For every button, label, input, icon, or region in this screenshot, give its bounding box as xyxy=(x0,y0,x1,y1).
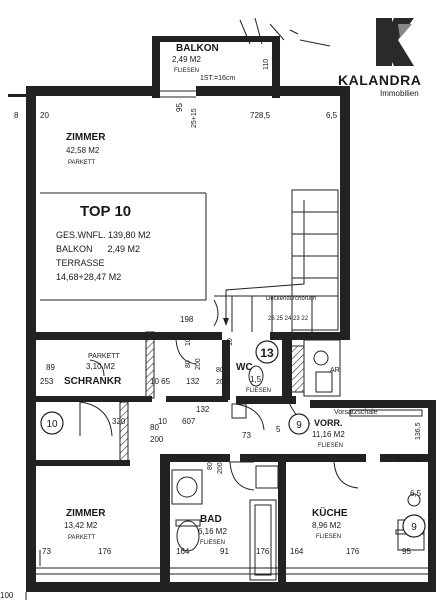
kueche-floor: FLIESEN xyxy=(316,534,341,540)
balkon-area: 2,49 M2 xyxy=(172,55,201,64)
marker-9-kueche xyxy=(402,514,426,538)
dim-80a: 80 xyxy=(185,360,192,368)
top-line-3: TERRASSE xyxy=(56,258,105,268)
stairs-label: Deckendurchbruch xyxy=(266,296,316,302)
balkon-title: BALKON xyxy=(176,43,219,54)
ar-label: AR xyxy=(330,367,340,374)
terrace-lines xyxy=(25,550,428,600)
dim-65: 6,5 xyxy=(326,111,338,120)
top-line-2: BALKON 2,49 M2 xyxy=(56,244,140,254)
zimmer1-floor: PARKETT xyxy=(68,160,96,166)
schrank-floor: PARKETT xyxy=(88,353,120,360)
dim-10c: 10 xyxy=(158,417,167,426)
zimmer2-area: 13,42 M2 xyxy=(64,521,98,530)
dim-65b: 6,5 xyxy=(410,489,422,498)
dim-132b: 132 xyxy=(196,405,210,414)
partition-walls xyxy=(26,331,436,586)
dim-89: 89 xyxy=(46,363,55,372)
vorr-title: VORR. xyxy=(314,418,343,428)
logo-mark-icon xyxy=(376,18,414,66)
balcony-area xyxy=(152,17,331,98)
marker-9b-label: 9 xyxy=(411,522,417,533)
balkon-stair: 1ST.=16cm xyxy=(200,75,235,82)
marker-10-label: 10 xyxy=(46,419,58,430)
dim-91: 91 xyxy=(220,547,229,556)
staircase xyxy=(213,189,339,332)
wc-floor: FLIESEN xyxy=(246,388,271,394)
dim-20: 20 xyxy=(40,111,49,120)
top-title: TOP 10 xyxy=(80,203,131,220)
sanitary-fixtures xyxy=(171,345,425,581)
schrank-area: 3,10 M2 xyxy=(86,362,115,371)
dim-25: 25+15 xyxy=(191,108,198,128)
dim-176c: 176 xyxy=(346,547,360,556)
vorr-floor: FLIESEN xyxy=(318,443,343,449)
marker-9-vorr xyxy=(288,413,310,435)
room-markers xyxy=(40,340,426,538)
dim-320: 320 xyxy=(112,417,126,426)
brand-subtitle: Immobilien xyxy=(380,89,419,98)
kueche-title: KÜCHE xyxy=(312,506,348,519)
dim-176: 176 xyxy=(98,547,112,556)
dim-200e: 200 xyxy=(217,462,224,474)
brand-name: KALANDRA xyxy=(338,72,422,88)
top-line-4: 14,68+28,47 M2 xyxy=(56,272,121,282)
dim-80d: 80 xyxy=(150,423,159,432)
bad-area: 6,16 M2 xyxy=(198,527,227,536)
dim-1065: 10 65 xyxy=(150,377,171,386)
bad-floor: FLIESEN xyxy=(200,540,225,546)
zimmer1-title: ZIMMER xyxy=(66,132,106,143)
dim-73: 73 xyxy=(242,431,251,440)
dim-5: 5 xyxy=(276,425,281,434)
marker-9a-label: 9 xyxy=(296,420,302,431)
marker-13 xyxy=(255,340,279,364)
dim-8: 8 xyxy=(14,111,19,120)
dim-10b: 10 xyxy=(227,338,234,346)
dim-198: 198 xyxy=(180,315,194,324)
kalandra-logo xyxy=(336,14,436,104)
balkon-dim-right: 110 xyxy=(263,59,270,70)
dim-95b: 95 xyxy=(402,547,411,556)
vorr-top: TOP 10 xyxy=(396,457,420,464)
vorr-stair: Vorsatzschale xyxy=(334,409,378,416)
dim-10a: 10 xyxy=(185,338,192,346)
balkon-floor: FLIESEN xyxy=(174,68,199,74)
dim-164: 164 xyxy=(176,547,190,556)
dim-200d: 200 xyxy=(150,435,164,444)
zimmer2-title: ZIMMER xyxy=(66,508,106,519)
stairs-nums: 26 25 24 23 22 xyxy=(268,316,309,322)
zimmer2-floor: PARKETT xyxy=(68,535,96,541)
dim-95: 95 xyxy=(175,103,184,112)
marker-13-label: 13 xyxy=(260,346,274,360)
dim-607: 607 xyxy=(182,417,196,426)
kueche-area: 8,96 M2 xyxy=(312,521,341,530)
dim-200c: 200 xyxy=(216,379,228,386)
bad-title: BAD xyxy=(200,514,222,525)
dim-80c: 80 xyxy=(216,367,224,374)
dim-132: 132 xyxy=(186,377,200,386)
wc-area: 1,5 xyxy=(250,375,262,384)
dim-100: 100 xyxy=(0,591,14,600)
dim-73b: 73 xyxy=(42,547,51,556)
dim-200a: 200 xyxy=(195,358,202,370)
dim-80e: 80 xyxy=(207,462,214,470)
dim-176b: 176 xyxy=(256,547,270,556)
dim-1365: 136,5 xyxy=(415,422,422,440)
wc-title: WC xyxy=(236,362,253,373)
top-line-1: GES.WNFL. 139,80 M2 xyxy=(56,230,151,240)
dim-7285: 728,5 xyxy=(250,111,271,120)
schrank-name: SCHRANKR xyxy=(64,376,122,387)
vorr-area: 11,16 M2 xyxy=(312,430,345,439)
dim-253: 253 xyxy=(40,377,54,386)
marker-10 xyxy=(40,411,64,435)
top-info-frame xyxy=(40,192,207,301)
zimmer1-area: 42,58 M2 xyxy=(66,146,100,155)
dim-164b: 164 xyxy=(290,547,304,556)
